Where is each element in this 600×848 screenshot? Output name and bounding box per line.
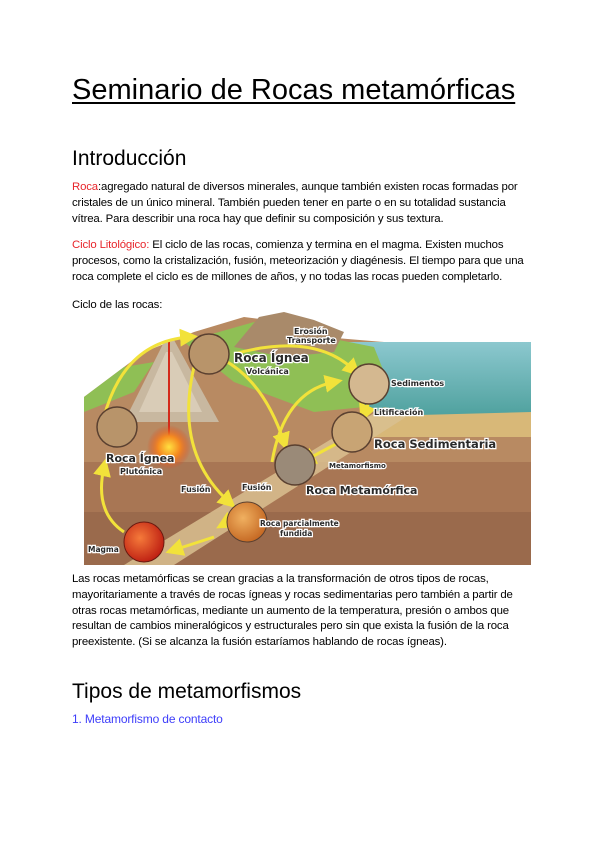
ciclo-term: Ciclo Litológico: <box>72 239 150 251</box>
label-fusion-center: Fusión <box>242 482 272 492</box>
figure-caption: Ciclo de las rocas: <box>72 299 163 311</box>
label-fusion-left: Fusión <box>181 484 211 494</box>
ciclo-text: El ciclo de las rocas, comienza y termin… <box>72 239 524 283</box>
roca-definition: Roca:agregado natural de diversos minera… <box>72 180 532 227</box>
rock-cycle-diagram: Erosión Transporte Roca Ígnea Volcánica … <box>84 312 531 565</box>
label-sedimentos: Sedimentos <box>391 379 444 388</box>
ciclo-definition: Ciclo Litológico: El ciclo de las rocas,… <box>72 238 532 285</box>
tipos-heading: Tipos de metamorfismos <box>72 680 302 703</box>
label-erosion: Erosión <box>294 326 328 336</box>
intro-heading: Introducción <box>72 147 187 170</box>
label-transporte: Transporte <box>287 336 336 345</box>
label-roca-sedimentaria: Roca Sedimentaria <box>374 437 496 451</box>
label-magma: Magma <box>88 545 119 554</box>
label-volcanica: Volcánica <box>246 367 289 376</box>
label-plutonica: Plutónica <box>120 466 162 476</box>
roca-text: :agregado natural de diversos minerales,… <box>72 181 518 225</box>
metamorficas-paragraph: Las rocas metamórficas se crean gracias … <box>72 573 513 649</box>
label-roca-metamorfica: Roca Metamórfica <box>306 484 417 497</box>
roca-term: Roca <box>72 181 98 193</box>
document-title: Seminario de Rocas metamórficas <box>72 74 516 106</box>
label-metamorfismo: Metamorfismo <box>329 462 386 470</box>
label-roca-ignea-plutonica: Roca Ígnea <box>106 452 174 465</box>
list-item-metamorfismo-contacto[interactable]: 1. Metamorfismo de contacto <box>72 712 223 726</box>
label-fundida: fundida <box>280 529 312 538</box>
label-roca-ignea-volcanica: Roca Ígnea <box>234 350 309 365</box>
label-roca-parcialmente: Roca parcialmente <box>260 519 339 528</box>
label-litificacion: Litificación <box>374 407 423 417</box>
